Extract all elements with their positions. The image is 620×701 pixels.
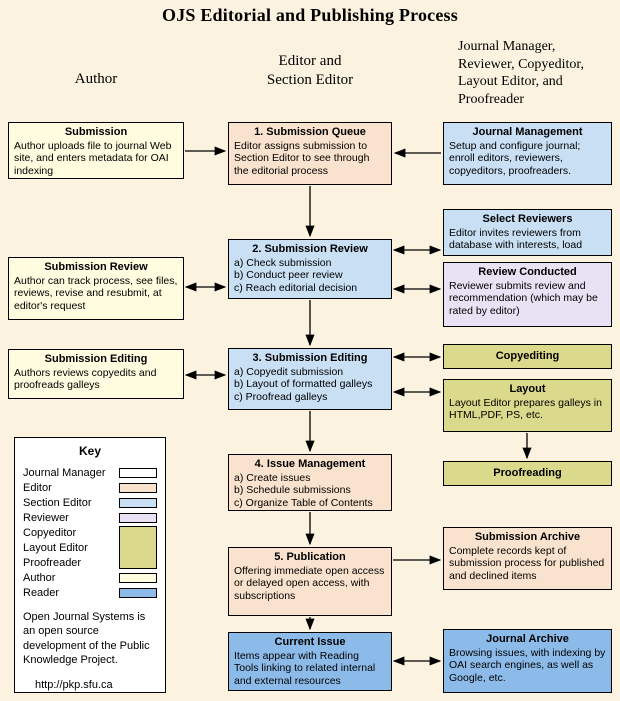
box-layout-title: Layout	[509, 383, 546, 395]
legend-label: Copyeditor	[23, 526, 77, 539]
legend-label: Journal Manager	[23, 466, 106, 479]
reader-swatch	[119, 587, 157, 598]
box-journal-archive: Journal Archive Browsing issues, with in…	[443, 629, 612, 693]
box-proofreading: Proofreading	[443, 461, 612, 486]
legend-item-author: Author	[23, 570, 157, 585]
copyeditor-group-swatch	[119, 526, 157, 569]
legend-label: Reader	[23, 586, 60, 599]
box-copyediting: Copyediting	[443, 344, 612, 369]
box-layout-body: Layout Editor prepares galleys in HTML,P…	[449, 396, 602, 422]
column-header-others: Journal Manager, Reviewer, Copyeditor, L…	[458, 39, 585, 107]
box-submission-review: 2. Submission Review a) Check submission…	[228, 239, 392, 299]
box-submission-queue-title: 1. Submission Queue	[254, 126, 366, 138]
box-submission-review-title: 2. Submission Review	[252, 243, 368, 255]
box-submission-editing: 3. Submission Editing a) Copyedit submis…	[228, 348, 392, 410]
box-journal-management-body: Setup and configure journal; enroll edit…	[449, 139, 581, 177]
box-submission-editing-author-title: Submission Editing	[44, 353, 148, 365]
legend-item-section-editor: Section Editor	[23, 495, 157, 510]
box-submission-editing-title: 3. Submission Editing	[252, 352, 368, 364]
box-submission: Submission Author uploads file to journa…	[8, 122, 184, 179]
box-journal-management-title: Journal Management	[472, 126, 583, 138]
box-submission-archive: Submission Archive Complete records kept…	[443, 527, 612, 590]
legend-label: Editor	[23, 481, 52, 494]
box-layout: Layout Layout Editor prepares galleys in…	[443, 379, 612, 432]
legend-label: Layout Editor	[23, 541, 88, 554]
box-submission-queue-body: Editor assigns submission to Section Edi…	[234, 139, 370, 177]
box-select-reviewers-title: Select Reviewers	[482, 213, 573, 225]
box-copyediting-title: Copyediting	[495, 350, 560, 363]
box-journal-archive-body: Browsing issues, with indexing by OAI se…	[449, 646, 606, 684]
legend-label: Reviewer	[23, 511, 69, 524]
box-submission-review-body: a) Check submission b) Conduct peer revi…	[234, 256, 358, 294]
box-journal-management: Journal Management Setup and configure j…	[443, 122, 612, 185]
box-proofreading-title: Proofreading	[493, 467, 562, 480]
journal-manager-swatch	[119, 467, 157, 478]
box-submission-editing-author-body: Authors reviews copyedits and proofreads…	[14, 366, 157, 392]
column-header-editor: Editor and Section Editor	[266, 53, 354, 88]
legend-item-reviewer: Reviewer	[23, 510, 157, 525]
legend-item-copyeditor-group: Copyeditor Layout Editor Proofreader	[23, 525, 157, 570]
box-issue-management-body: a) Create issues b) Schedule submissions…	[234, 471, 373, 509]
box-publication-title: 5. Publication	[274, 551, 346, 563]
box-submission-body: Author uploads file to journal Web site,…	[14, 139, 172, 177]
author-swatch	[119, 572, 157, 583]
box-journal-archive-title: Journal Archive	[486, 633, 569, 645]
box-submission-editing-author: Submission Editing Authors reviews copye…	[8, 349, 184, 399]
box-current-issue-body: Items appear with Reading Tools linking …	[234, 649, 376, 687]
box-current-issue-title: Current Issue	[274, 636, 346, 648]
legend-title: Key	[78, 444, 101, 458]
legend-item-journal-manager: Journal Manager	[23, 465, 157, 480]
box-current-issue: Current Issue Items appear with Reading …	[228, 632, 392, 691]
legend-item-editor: Editor	[23, 480, 157, 495]
box-review-conducted-title: Review Conducted	[478, 266, 577, 278]
box-review-conducted: Review Conducted Reviewer submits review…	[443, 262, 612, 327]
box-publication-body: Offering immediate open access or delaye…	[234, 564, 385, 602]
box-submission-review-author-title: Submission Review	[44, 261, 148, 273]
legend: Key Journal Manager Editor Section Edito…	[14, 437, 166, 693]
box-submission-title: Submission	[64, 126, 128, 138]
diagram-title: OJS Editorial and Publishing Process	[162, 5, 458, 25]
box-submission-archive-title: Submission Archive	[474, 531, 581, 543]
box-submission-editing-body: a) Copyedit submission b) Layout of form…	[234, 365, 373, 403]
pkp-url: http://pkp.sfu.ca	[35, 679, 113, 692]
box-select-reviewers: Select Reviewers Editor invites reviewer…	[443, 209, 612, 256]
legend-label: Author	[23, 571, 56, 584]
box-review-conducted-body: Reviewer submits review and recommendati…	[449, 279, 598, 317]
legend-label: Proofreader	[23, 556, 82, 569]
box-issue-management-title: 4. Issue Management	[254, 458, 366, 470]
box-select-reviewers-body: Editor invites reviewers from database w…	[449, 226, 583, 252]
legend-label: Section Editor	[23, 496, 92, 509]
legend-note: Open Journal Systems is an open source d…	[23, 611, 150, 666]
box-submission-queue: 1. Submission Queue Editor assigns submi…	[228, 122, 392, 185]
editor-swatch	[119, 482, 157, 493]
section-editor-swatch	[119, 497, 157, 508]
legend-group-labels: Copyeditor Layout Editor Proofreader	[23, 525, 88, 570]
legend-item-reader: Reader	[23, 585, 157, 600]
box-submission-review-author: Submission Review Author can track proce…	[8, 257, 184, 320]
box-publication: 5. Publication Offering immediate open a…	[228, 547, 392, 616]
box-submission-review-author-body: Author can track process, see files, rev…	[14, 274, 178, 312]
box-issue-management: 4. Issue Management a) Create issues b) …	[228, 454, 392, 511]
column-header-author: Author	[74, 71, 118, 87]
reviewer-swatch	[119, 512, 157, 523]
box-submission-archive-body: Complete records kept of submission proc…	[449, 544, 605, 582]
